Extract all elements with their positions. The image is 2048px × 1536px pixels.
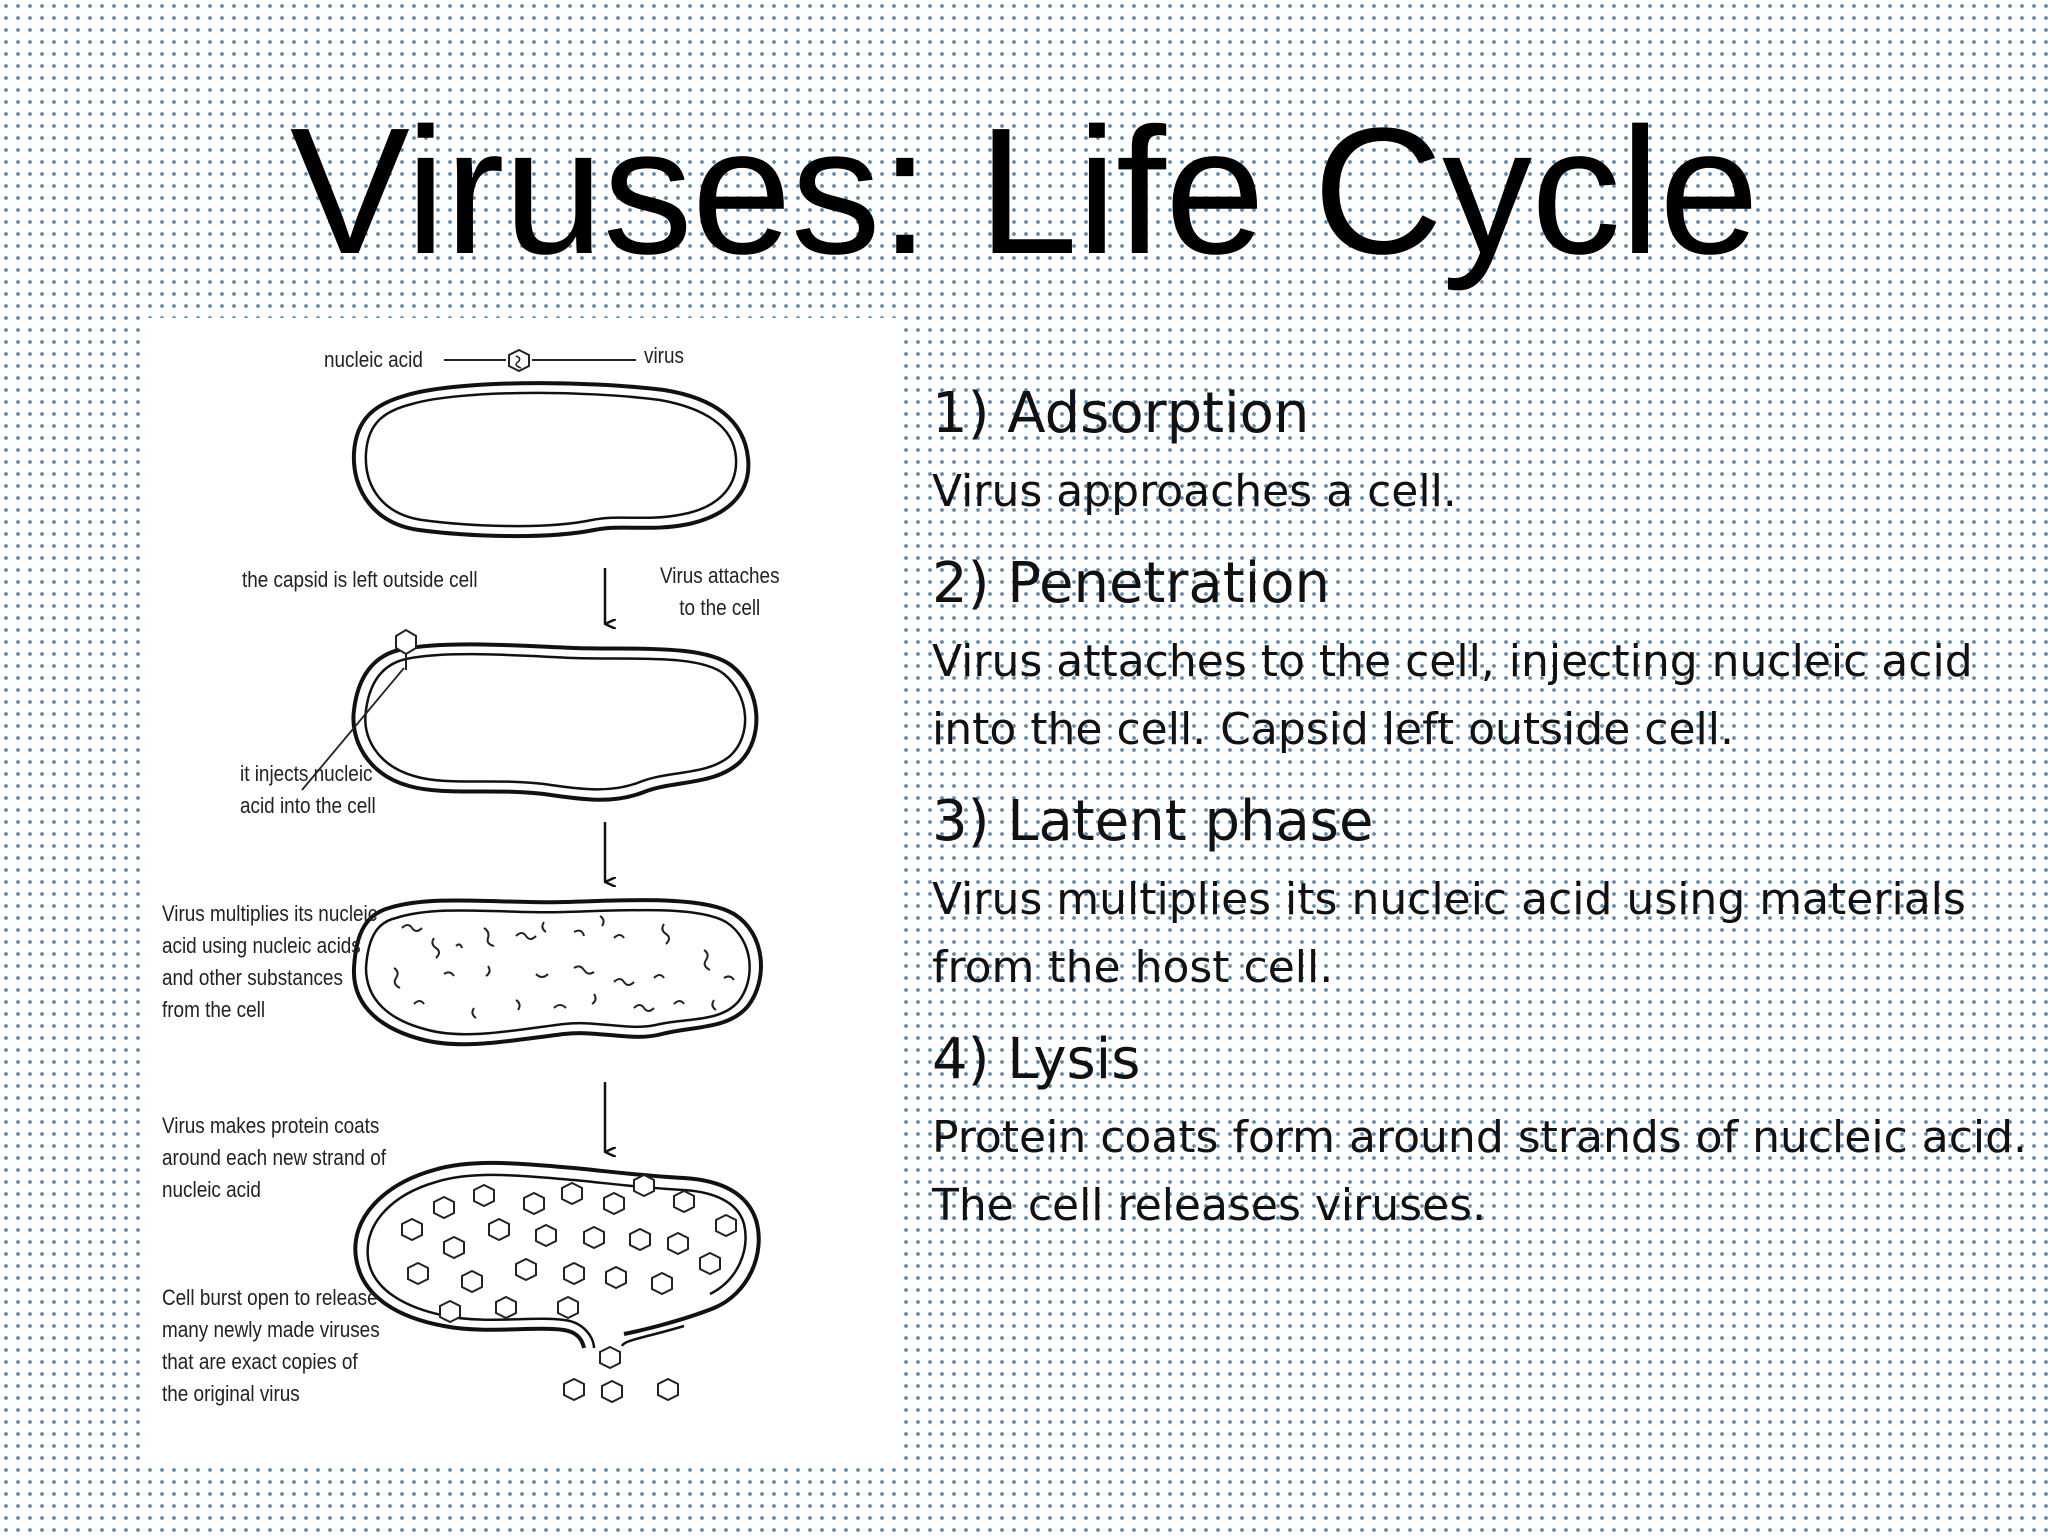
virus-particle-icon <box>508 348 530 373</box>
new-virus-particles <box>401 1173 737 1404</box>
step-4-text: Protein coats form around strands of nuc… <box>932 1112 2028 1231</box>
host-cell-2 <box>351 642 759 802</box>
life-cycle-diagram <box>301 348 763 1404</box>
label-capsid-left-outside: the capsid is left outside cell <box>242 567 478 592</box>
step-2-text: Virus attaches to the cell, injecting nu… <box>932 636 1973 755</box>
virus-life-cycle-figure: nucleic acid virus the capsid is left ou… <box>144 318 902 1460</box>
host-cell-1 <box>351 381 751 539</box>
label-virus: virus <box>644 343 684 368</box>
label-virus-attaches: Virus attaches to the cell <box>660 563 780 620</box>
label-injects-nucleic-acid: it injects nucleic acid into the cell <box>240 761 376 818</box>
attached-virus-icon <box>395 628 417 670</box>
step-1-heading: 1) Adsorption <box>932 381 1310 446</box>
host-cell-3 <box>351 898 763 1047</box>
step-4-heading: 4) Lysis <box>932 1027 1141 1092</box>
label-cell-burst: Cell burst open to release many newly ma… <box>162 1285 380 1406</box>
inject-leader-line <box>301 667 405 791</box>
label-nucleic-acid: nucleic acid <box>324 347 423 372</box>
label-protein-coats: Virus makes protein coats around each ne… <box>162 1113 387 1202</box>
slide-title: Viruses: Life Cycle <box>289 91 1759 292</box>
step-3-heading: 3) Latent phase <box>932 789 1374 854</box>
steps-list: 1) Adsorption Virus approaches a cell. 2… <box>932 376 2032 1260</box>
label-multiplies: Virus multiplies its nucleic acid using … <box>162 901 378 1022</box>
step-1-text: Virus approaches a cell. <box>932 466 1457 517</box>
host-cell-4-lysis <box>353 1160 761 1349</box>
step-3-text: Virus multiplies its nucleic acid using … <box>932 874 1966 993</box>
step-2-heading: 2) Penetration <box>932 551 1331 616</box>
nucleic-acid-strands <box>393 915 735 1019</box>
